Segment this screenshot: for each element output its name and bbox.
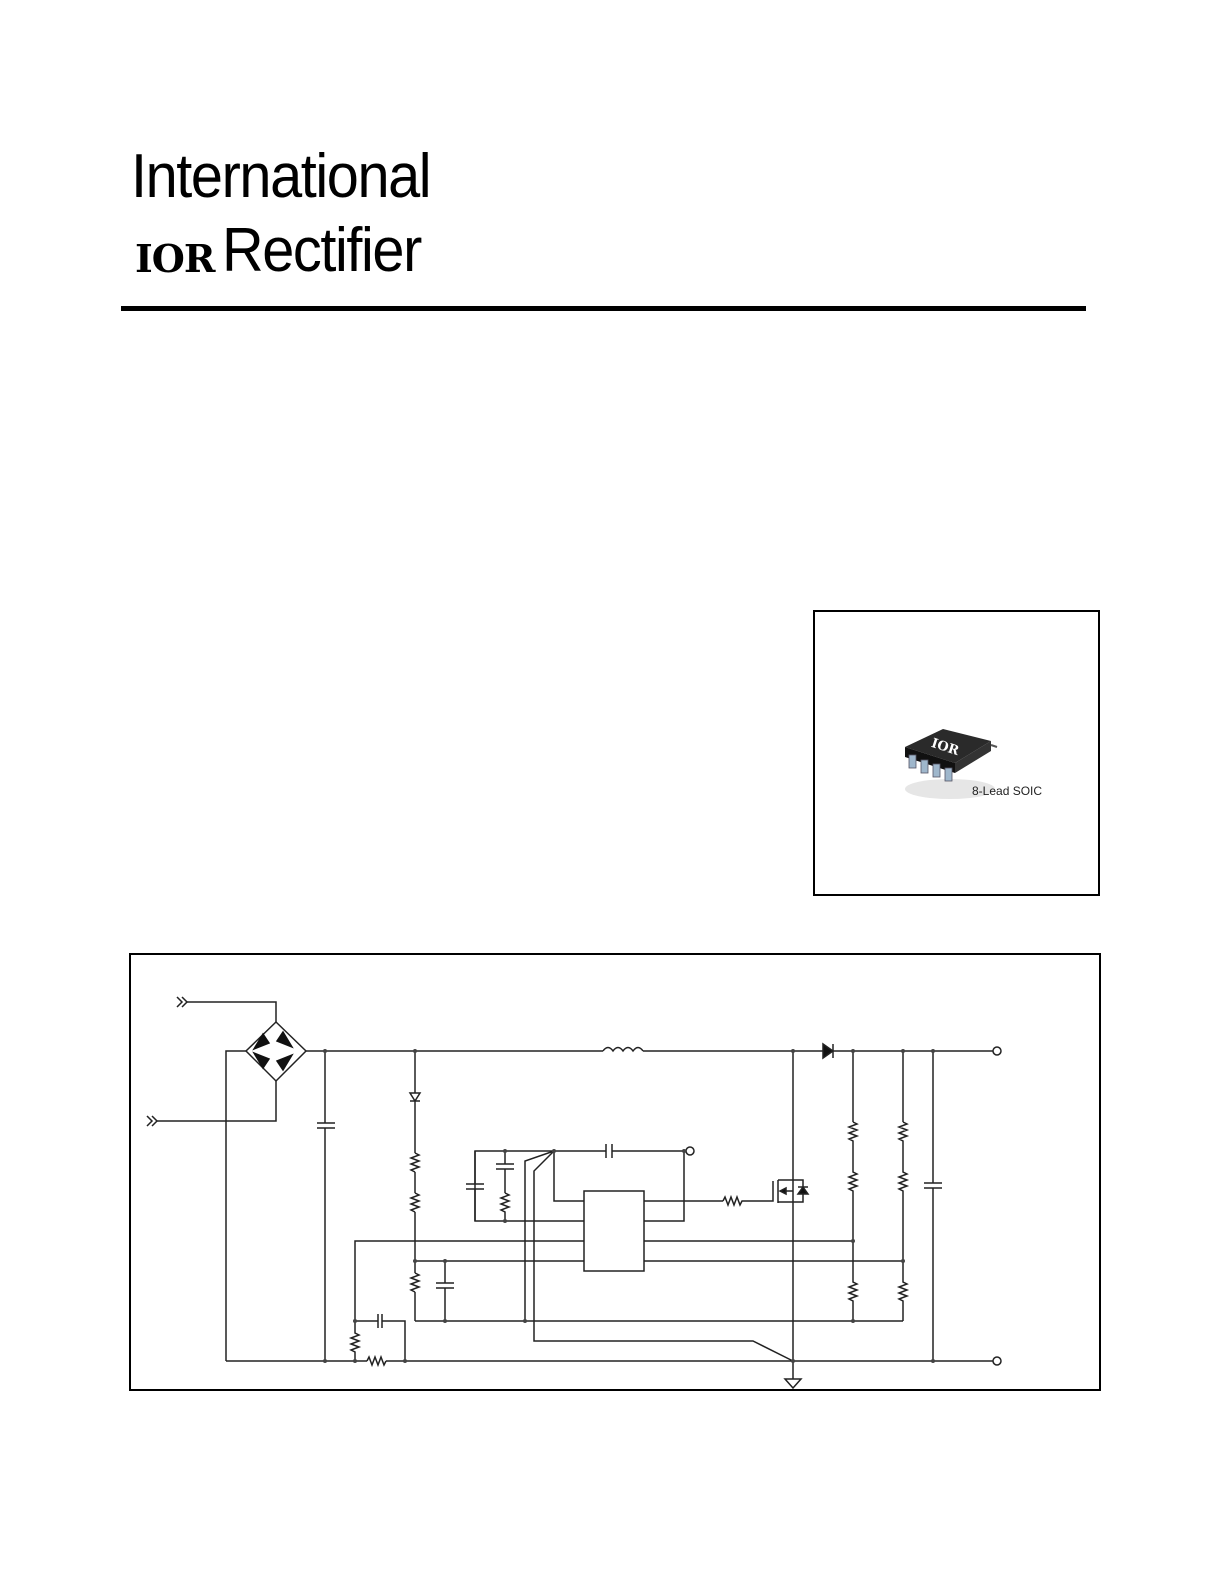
typical-application-schematic-frame [129, 953, 1101, 1391]
wire [354, 1240, 584, 1321]
input-capacitor [317, 1051, 335, 1361]
resistor [896, 1121, 910, 1321]
feedback-capacitor [605, 1144, 613, 1158]
vcc-capacitor [436, 1261, 454, 1321]
ior-logo-mark: IOR [135, 236, 215, 281]
logo-row: IOR Rectifier [135, 216, 436, 285]
wire [533, 1150, 794, 1362]
controller-ic [583, 1190, 645, 1272]
wire [187, 1001, 277, 1022]
logo-international: International [131, 142, 432, 211]
package-label: 8-Lead SOIC [972, 784, 1043, 798]
output-diode [822, 1042, 835, 1060]
power-mosfet [777, 1051, 810, 1361]
resistor [408, 1152, 422, 1173]
output-terminal-positive [992, 1046, 1002, 1056]
resistor [846, 1121, 860, 1321]
resistor [498, 1192, 512, 1221]
ground-icon [783, 1378, 803, 1390]
wire [644, 1240, 903, 1262]
wire [474, 1150, 584, 1222]
resistor [408, 1272, 422, 1293]
output-terminal-negative [992, 1356, 1002, 1366]
gate-resistor [722, 1181, 774, 1208]
snubber-capacitor [355, 1314, 406, 1361]
junction-dots [323, 1049, 935, 1363]
ac-input-1-arrow-icon [176, 996, 189, 1008]
bridge-rectifier [244, 1020, 308, 1083]
package-box: IOR 8-Lead SOIC [813, 610, 1100, 896]
ac-input-2-arrow-icon [146, 1115, 159, 1127]
auxiliary-terminal [685, 1146, 695, 1156]
wire [225, 1050, 246, 1361]
header-divider [121, 306, 1086, 311]
comp-capacitor-2 [496, 1151, 514, 1193]
startup-diode [408, 1092, 422, 1103]
output-capacitor [924, 1051, 942, 1361]
wire [644, 1151, 685, 1222]
current-sense-resistor [366, 1354, 387, 1368]
resistor [348, 1321, 362, 1361]
wire [852, 1051, 904, 1122]
wire [553, 1151, 584, 1202]
inductor [602, 1046, 644, 1053]
wire [524, 1150, 555, 1321]
logo-rectifier: Rectifier [222, 216, 422, 285]
comp-capacitor-1 [466, 1151, 484, 1221]
soic-package-image: IOR [905, 729, 998, 799]
wire [157, 1081, 277, 1122]
resistor [408, 1192, 422, 1213]
